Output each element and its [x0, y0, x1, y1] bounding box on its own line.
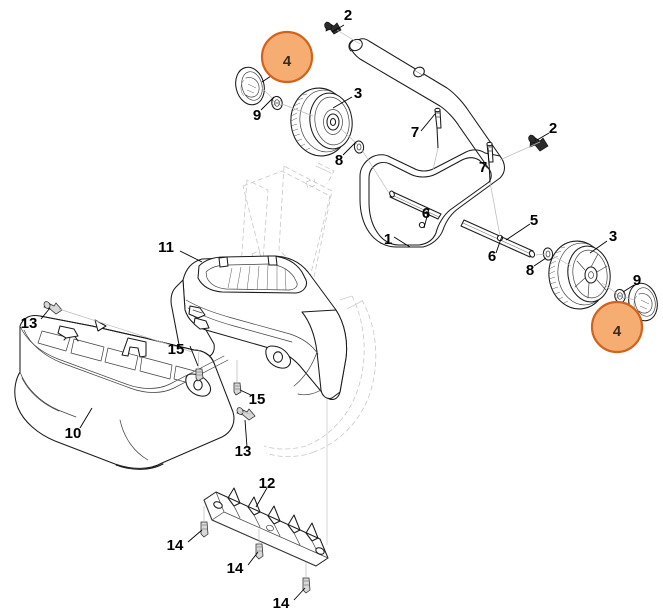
washer-right [542, 247, 554, 261]
screw-13-left [43, 301, 63, 315]
callout-label-12: 12 [259, 475, 276, 492]
callout-label-15: 15 [168, 341, 185, 358]
part-15-screws [195, 368, 242, 396]
part-2-bolts [324, 21, 549, 152]
callout-label-14: 14 [227, 560, 244, 577]
screw-14-c [302, 577, 311, 594]
screw-13-right [236, 407, 256, 421]
part-14-screws [200, 521, 311, 594]
highlight-circle-4-left [260, 30, 314, 84]
callout-label-7: 7 [411, 124, 419, 141]
callout-label-6: 6 [422, 205, 430, 222]
screw-15-b [233, 382, 242, 396]
callout-label-14: 14 [167, 537, 184, 554]
part-3-wheel-left [290, 87, 353, 157]
part-10-deflector [14, 315, 235, 470]
callout-label-14: 14 [273, 595, 290, 612]
callout-label-8: 8 [526, 262, 534, 279]
callout-label-3: 3 [609, 228, 617, 245]
part-3-wheel-right [548, 240, 611, 310]
part-9-clips [271, 95, 626, 304]
cotter-pin-left [434, 107, 442, 149]
clip-right [614, 288, 626, 304]
callout-label-9: 9 [633, 272, 641, 289]
callout-label-9: 9 [253, 107, 261, 124]
callout-label-1: 1 [384, 231, 392, 248]
callout-label-10: 10 [65, 425, 82, 442]
callout-label-2: 2 [344, 7, 352, 24]
screw-14-b [255, 543, 264, 560]
callout-label-13: 13 [235, 443, 252, 460]
alignment-lines [58, 29, 635, 578]
callout-label-13: 13 [21, 315, 38, 332]
callout-label-6: 6 [488, 248, 496, 265]
part-12-scraper-bar [203, 487, 329, 567]
callout-label-2: 2 [549, 120, 557, 137]
part-11-housing [170, 255, 348, 401]
part-4-hub-caps [235, 66, 658, 322]
callout-label-4: 4 [283, 53, 292, 70]
callout-label-7: 7 [479, 159, 487, 176]
highlight-circle-4-right [590, 300, 644, 354]
screw-14-a [200, 521, 209, 538]
callout-label-11: 11 [158, 239, 174, 256]
hub-cap-left [235, 66, 265, 106]
part-13-screws [43, 301, 256, 421]
callout-label-8: 8 [335, 152, 343, 169]
screw-15-a [195, 368, 204, 382]
clip-left [271, 95, 283, 111]
callout-label-5: 5 [530, 212, 538, 229]
highlight-circles [260, 30, 644, 354]
callout-label-15: 15 [249, 391, 266, 408]
part-5-axle-rod [389, 190, 536, 258]
callout-label-3: 3 [354, 85, 362, 102]
callout-label-4: 4 [613, 323, 622, 340]
